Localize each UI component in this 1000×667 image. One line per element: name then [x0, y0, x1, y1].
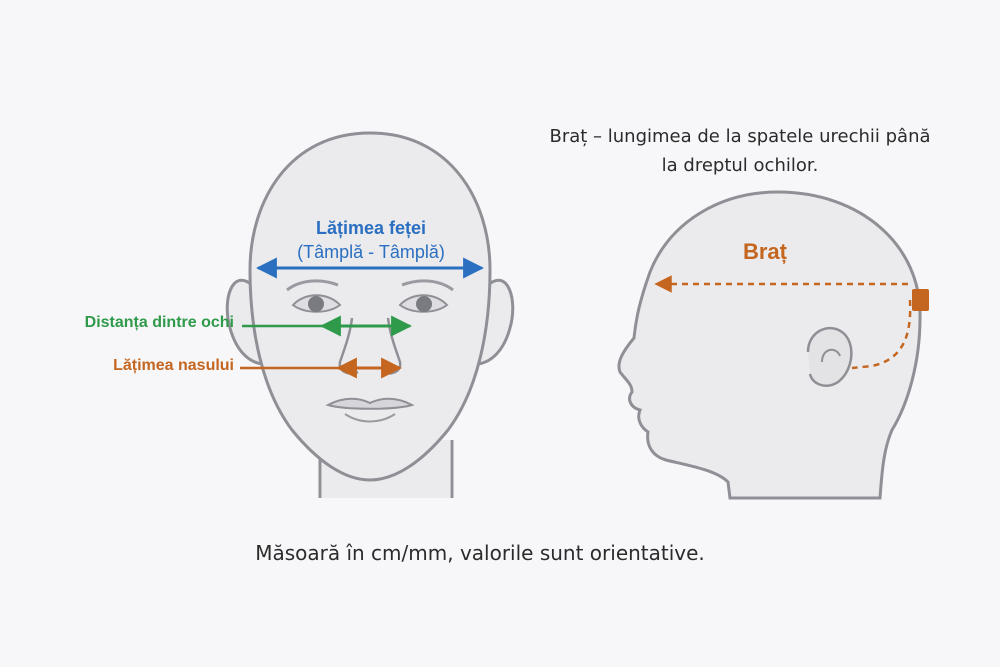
footnote: Măsoară în cm/mm, valorile sunt orientat…	[255, 541, 705, 565]
face-width-sublabel: (Tâmplă - Tâmplă)	[297, 242, 445, 262]
face-width-label: Lățimea feței	[315, 218, 427, 238]
temple-marker	[912, 289, 929, 311]
nose-width-label: Lățimea nasului	[113, 357, 234, 374]
arm-label: Braț	[742, 239, 787, 264]
side-head-illustration	[617, 190, 922, 500]
arm-dashed-curve	[851, 299, 912, 370]
arm-description: Braț – lungimea de la spatele urechii pâ…	[549, 126, 931, 176]
front-head-illustration	[225, 131, 515, 498]
eye-distance-label: Distanța dintre ochi	[84, 314, 234, 331]
